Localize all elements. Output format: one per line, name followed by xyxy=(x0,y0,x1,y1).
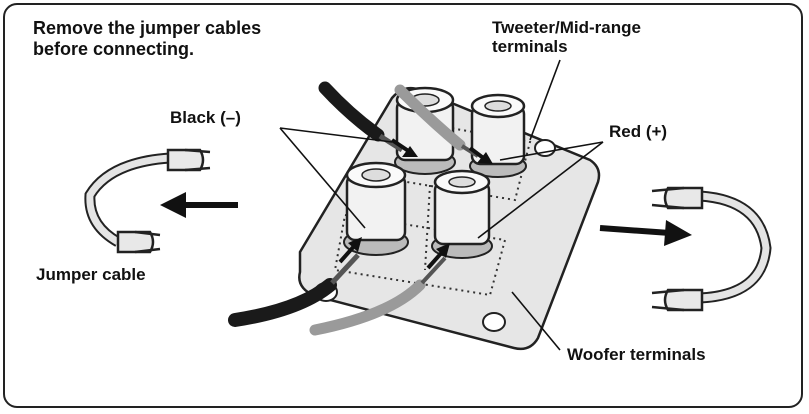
terminal-post-woofer-red xyxy=(431,169,493,259)
tweeter-label-line-1: Tweeter/Mid-range xyxy=(492,18,641,37)
tweeter-terminals-label: Tweeter/Mid-range terminals xyxy=(492,18,641,56)
arrow-right xyxy=(599,220,692,246)
arrow-left xyxy=(160,192,238,218)
black-label: Black (–) xyxy=(170,108,241,127)
jumper-cable-label: Jumper cable xyxy=(36,265,146,284)
woofer-terminals-label: Woofer terminals xyxy=(567,345,706,364)
jumper-cable-right xyxy=(651,186,772,312)
speaker-wires xyxy=(228,81,480,336)
jumper-cable-left xyxy=(84,148,211,254)
leader-lines xyxy=(279,59,604,351)
red-label: Red (+) xyxy=(609,122,668,141)
instruction-text: Remove the jumper cables before connecti… xyxy=(33,18,261,60)
instruction-line-2: before connecting. xyxy=(33,39,195,59)
insertion-arrows xyxy=(338,138,493,270)
tweeter-label-line-2: terminals xyxy=(492,37,568,56)
terminal-post-tweeter-red xyxy=(469,93,527,178)
instruction-line-1: Remove the jumper cables xyxy=(33,18,262,38)
